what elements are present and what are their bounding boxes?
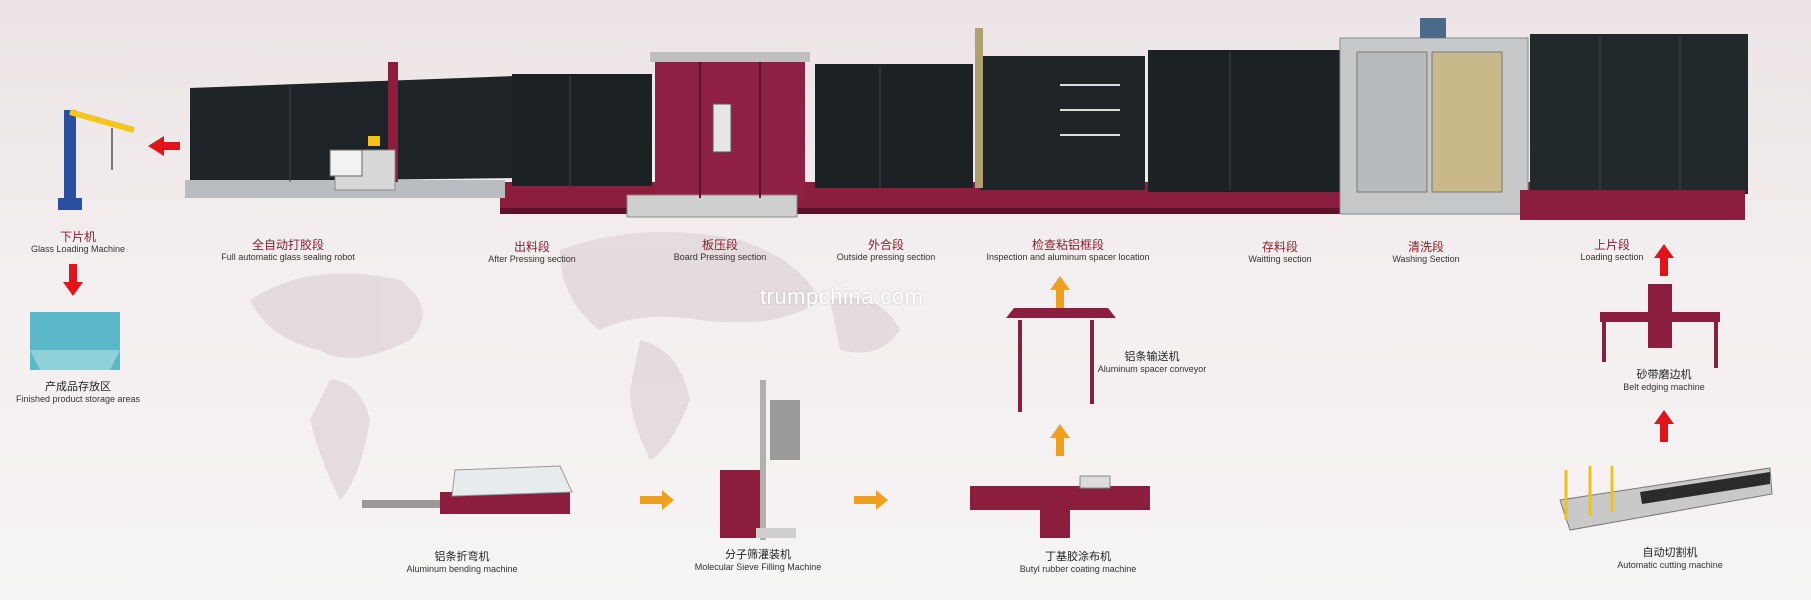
arrow-red-icon xyxy=(148,136,180,156)
line-base-lower xyxy=(1520,190,1745,220)
inspection-glass xyxy=(980,56,1145,190)
belt-edging-machine xyxy=(1600,284,1720,368)
waiting-section-glass xyxy=(1148,50,1340,192)
watermark-text: trumpchina.com xyxy=(760,284,924,310)
arrow-red-icon xyxy=(63,264,83,296)
board-pressing-control-panel xyxy=(713,104,731,152)
world-map-background xyxy=(250,232,900,500)
board-pressing-base xyxy=(627,195,797,217)
arrow-orange-icon xyxy=(854,490,888,510)
washing-machine-motor xyxy=(1420,18,1446,38)
sealing-robot-panel xyxy=(330,150,362,176)
arrow-red-icon xyxy=(1654,410,1674,442)
after-pressing-glass xyxy=(512,74,652,186)
inspection-mast xyxy=(975,28,983,188)
outside-pressing-glass xyxy=(815,64,973,188)
arrow-orange-icon xyxy=(1050,276,1070,308)
aluminum-bending-machine xyxy=(362,466,572,514)
washing-machine-window-left xyxy=(1357,52,1427,192)
glass-loading-machine xyxy=(58,110,134,210)
arrow-orange-icon xyxy=(1050,424,1070,456)
arrow-orange-icon xyxy=(640,490,674,510)
finished-product-storage xyxy=(30,312,120,370)
arrow-red-icon xyxy=(1654,244,1674,276)
board-pressing-top xyxy=(650,52,810,62)
washing-machine-window-right xyxy=(1432,52,1502,192)
molecular-sieve-filling-machine xyxy=(720,380,800,540)
loading-section-glass xyxy=(1530,34,1748,194)
butyl-rubber-coating-machine xyxy=(970,476,1150,538)
warning-sign-icon xyxy=(368,136,380,146)
automatic-cutting-machine xyxy=(1560,466,1772,530)
